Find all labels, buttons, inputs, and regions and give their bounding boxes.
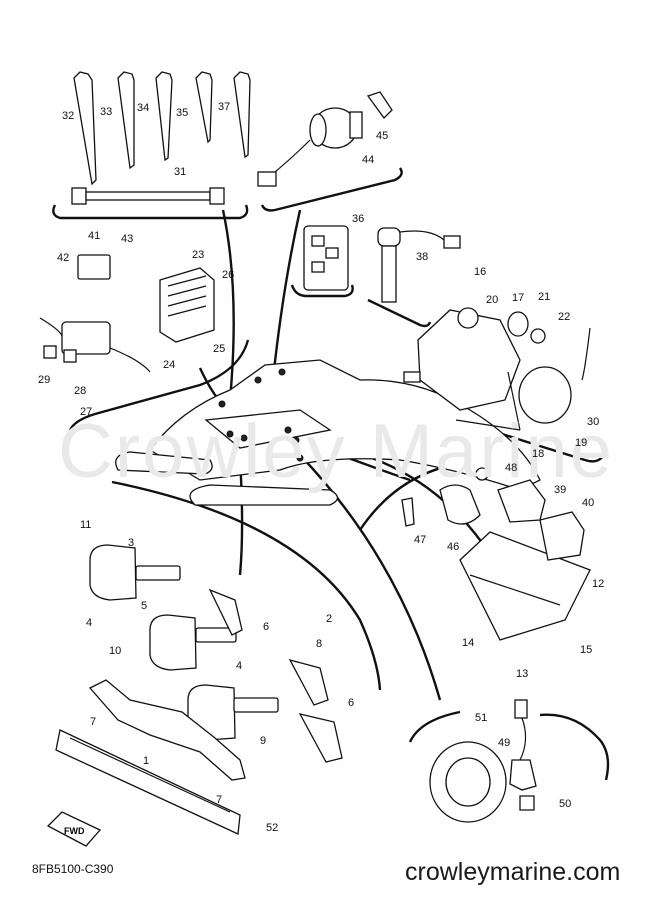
watermark: Crowley Marine [58,409,614,494]
part-number-label[interactable]: 42 [57,252,70,264]
panel-border-fuse-box [290,284,354,298]
panel-border-rotor [408,710,610,781]
part-number-label[interactable]: 14 [462,637,475,649]
part-number-label[interactable]: 10 [109,645,122,657]
main-switch [257,91,393,187]
leader-curve [299,454,442,701]
part-number-label[interactable]: 9 [260,735,267,747]
part-number-label[interactable]: 5 [141,600,148,612]
part-number-label[interactable]: 4 [236,660,243,672]
part-number-label[interactable]: 25 [213,343,226,355]
fuse-holder [303,225,349,291]
part-number-label[interactable]: 35 [176,107,189,119]
part-number-label[interactable]: 26 [222,269,235,281]
website-link[interactable]: crowleymarine.com [405,858,621,886]
part-number-label[interactable]: 51 [475,712,488,724]
part-number-label[interactable]: 17 [512,292,525,304]
cable-31 [71,187,225,205]
part-number-label[interactable]: 11 [80,519,92,531]
part-number-label[interactable]: 7 [216,794,223,806]
part-number-label[interactable]: 32 [62,110,75,122]
part-number-label[interactable]: 12 [592,578,605,590]
mount-rail-52 [55,729,241,835]
coil-bracket [88,679,246,781]
fwd-label: FWD [64,826,85,836]
part-number-label[interactable]: 39 [554,484,567,496]
part-number-label[interactable]: 52 [266,822,279,834]
part-number-label[interactable]: 46 [447,541,460,553]
part-number-label[interactable]: 4 [86,617,93,629]
part-number-label[interactable]: 34 [137,102,150,114]
panel-border-ignition [111,480,382,691]
part-number-label[interactable]: 37 [218,101,231,113]
part-number-label[interactable]: 45 [376,130,389,142]
part-number-label[interactable]: 28 [74,385,87,397]
part-number-label[interactable]: 24 [163,359,176,371]
part-number-label[interactable]: 8 [316,638,323,650]
part-number-label[interactable]: 2 [326,613,333,625]
part-number-label[interactable]: 13 [516,668,529,680]
part-number-label[interactable]: 22 [558,311,571,323]
part-number-label[interactable]: 6 [263,621,270,633]
part-number-label[interactable]: 47 [414,534,427,546]
part-number-label[interactable]: 3 [128,537,135,549]
part-number-label[interactable]: 40 [582,497,595,509]
part-number-label[interactable]: 1 [143,755,150,767]
part-number-label[interactable]: 19 [575,437,588,449]
part-number-label[interactable]: 15 [580,644,593,656]
panel-border-regulator [68,339,250,431]
part-number-label[interactable]: 48 [505,462,518,474]
part-number-label[interactable]: 31 [174,166,187,178]
panel-border-key-switch [260,167,403,212]
part-number-label[interactable]: 30 [587,416,600,428]
panel-border-tps [367,298,432,328]
part-number-label[interactable]: 6 [348,697,355,709]
servo-assembly [403,307,591,431]
part-number-label[interactable]: 49 [498,737,511,749]
part-number-label[interactable]: 38 [416,251,429,263]
regulator [39,254,215,373]
part-number-label[interactable]: 33 [100,106,113,118]
part-number-label[interactable]: 41 [88,230,101,242]
part-number-label[interactable]: 27 [80,406,93,418]
panel-border-cable-ties [52,204,249,220]
part-number-label[interactable]: 21 [538,291,551,303]
part-number-label[interactable]: 16 [474,266,487,278]
part-number-label[interactable]: 29 [38,374,51,386]
part-number-label[interactable]: 44 [362,154,375,166]
leader-curve [221,209,235,401]
rotor [429,699,537,823]
part-number-label[interactable]: 50 [559,798,572,810]
fwd-arrow-icon: FWD [46,811,102,847]
snowmobile-body [115,359,541,506]
part-number-label[interactable]: 36 [352,213,365,225]
part-number-label[interactable]: 23 [192,249,205,261]
cdi-unit [401,467,591,641]
ignition-coils [89,544,343,763]
part-number-label[interactable]: 7 [90,716,97,728]
part-number-label[interactable]: 18 [532,448,545,460]
part-number-label[interactable]: 43 [121,233,134,245]
sensor-38 [377,227,461,303]
diagram-code: 8FB5100-C390 [32,862,114,876]
part-number-label[interactable]: 20 [486,294,499,306]
cable-ties [73,71,251,186]
